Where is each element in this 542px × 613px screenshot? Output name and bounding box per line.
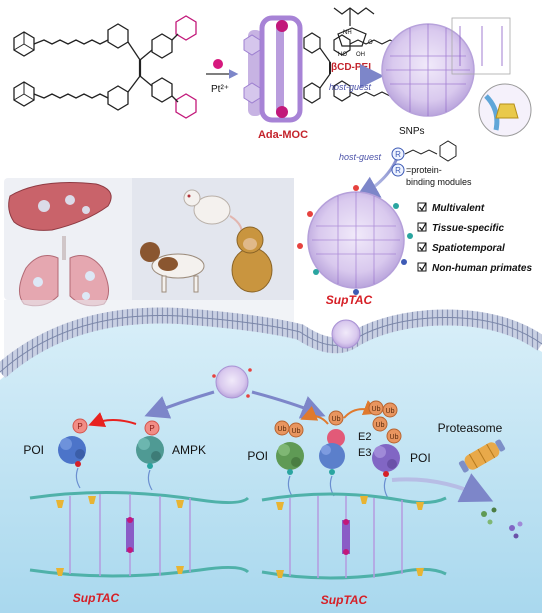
feature-list: Multivalent Tissue-specific Spatiotempor…	[417, 202, 532, 274]
ub-badge: Ub	[390, 434, 399, 441]
bcd-pei-label: βCD-PEI	[331, 62, 371, 73]
checkbox-icon	[417, 222, 427, 232]
poi-left-label: POI	[23, 443, 44, 457]
suptac-scaffold-left	[29, 490, 250, 578]
r-def-line1: =protein-	[406, 165, 442, 175]
feature-label: Multivalent	[432, 203, 485, 214]
suptac-left-label: SupTAC	[73, 591, 120, 605]
internalized-particle	[215, 365, 249, 399]
proteasome-icon	[458, 439, 506, 473]
adamantane-icon	[13, 81, 35, 107]
r-def-line2: binding modules	[406, 177, 472, 187]
ub-badge: Ub	[376, 422, 385, 429]
ub-badge: Ub	[292, 428, 301, 435]
checkbox-icon	[417, 202, 427, 212]
tpe-ligand	[107, 15, 197, 119]
ada-moc-label: Ada-MOC	[258, 129, 308, 141]
r-legend: R R =protein- binding modules	[391, 140, 472, 187]
bcd-pei-structure	[333, 7, 375, 47]
p-badge-ampk: P	[149, 424, 154, 433]
ub-badge: Ub	[278, 426, 287, 433]
monkey-icon	[231, 226, 273, 293]
ampk-label: AMPK	[172, 443, 206, 457]
nh-label: NH	[343, 30, 352, 36]
cell-panel: P POI P AMPK Ub Ub POI	[0, 300, 542, 613]
adamantane-icon	[13, 31, 35, 57]
checkbox-icon	[417, 262, 427, 272]
e3-label: E3	[358, 447, 371, 459]
poi-mid-protein: Ub Ub	[274, 420, 304, 475]
suptac-scaffold-right	[261, 492, 447, 580]
ub-badge: Ub	[332, 416, 341, 423]
ub-badge: Ub	[372, 406, 381, 413]
rat-icon	[183, 189, 243, 239]
poi-right-label: POI	[410, 451, 431, 465]
platinum-ion	[213, 59, 223, 69]
liver-icon	[8, 182, 112, 231]
in-vivo-panel	[4, 178, 294, 307]
suptac-right-label: SupTAC	[321, 593, 368, 607]
feature-item-3: Spatiotemporal	[417, 242, 505, 254]
checkbox-icon	[417, 242, 427, 252]
pt-label: Pt²⁺	[211, 84, 229, 95]
host-guest-label-1: host-guest	[329, 82, 372, 92]
feature-label: Tissue-specific	[432, 223, 505, 234]
proteasome-label: Proteasome	[438, 421, 503, 435]
suptac-nanoparticle	[297, 185, 413, 295]
entering-particle	[331, 319, 361, 349]
snps-nanoparticle	[381, 23, 475, 117]
e2-e3-complex: Ub	[319, 410, 345, 475]
feature-item-4: Non-human primates	[417, 262, 532, 274]
feature-label: Non-human primates	[432, 263, 532, 274]
feature-item-2: Tissue-specific	[417, 222, 505, 234]
oh-label: OH	[356, 52, 365, 58]
suptac-center-label: SupTAC	[326, 293, 373, 307]
ada-moc-structure	[243, 15, 423, 123]
chemistry-panel: Pt²⁺	[13, 7, 532, 141]
adamantane-icon	[439, 140, 457, 162]
e2-label: E2	[358, 431, 371, 443]
poi-left-protein: P	[58, 418, 88, 467]
ampk-protein: P	[136, 420, 164, 469]
poi-right-protein: Ub Ub Ub Ub	[368, 400, 402, 477]
lung-icon	[19, 236, 109, 307]
host-guest-label-2: host-guest	[339, 152, 382, 162]
ho-label: HO	[338, 52, 347, 58]
feature-item-1: Multivalent	[417, 202, 485, 214]
dog-icon	[140, 242, 205, 293]
feature-label: Spatiotemporal	[432, 243, 505, 254]
r-symbol-1: R	[395, 150, 401, 159]
ub-badge: Ub	[386, 408, 395, 415]
r-symbol-2: R	[395, 166, 401, 175]
p-badge-left: P	[77, 422, 82, 431]
snps-label: SNPs	[399, 126, 425, 137]
o-label: O	[368, 40, 373, 46]
degradation-fragments	[481, 507, 523, 539]
poi-mid-label: POI	[247, 449, 268, 463]
